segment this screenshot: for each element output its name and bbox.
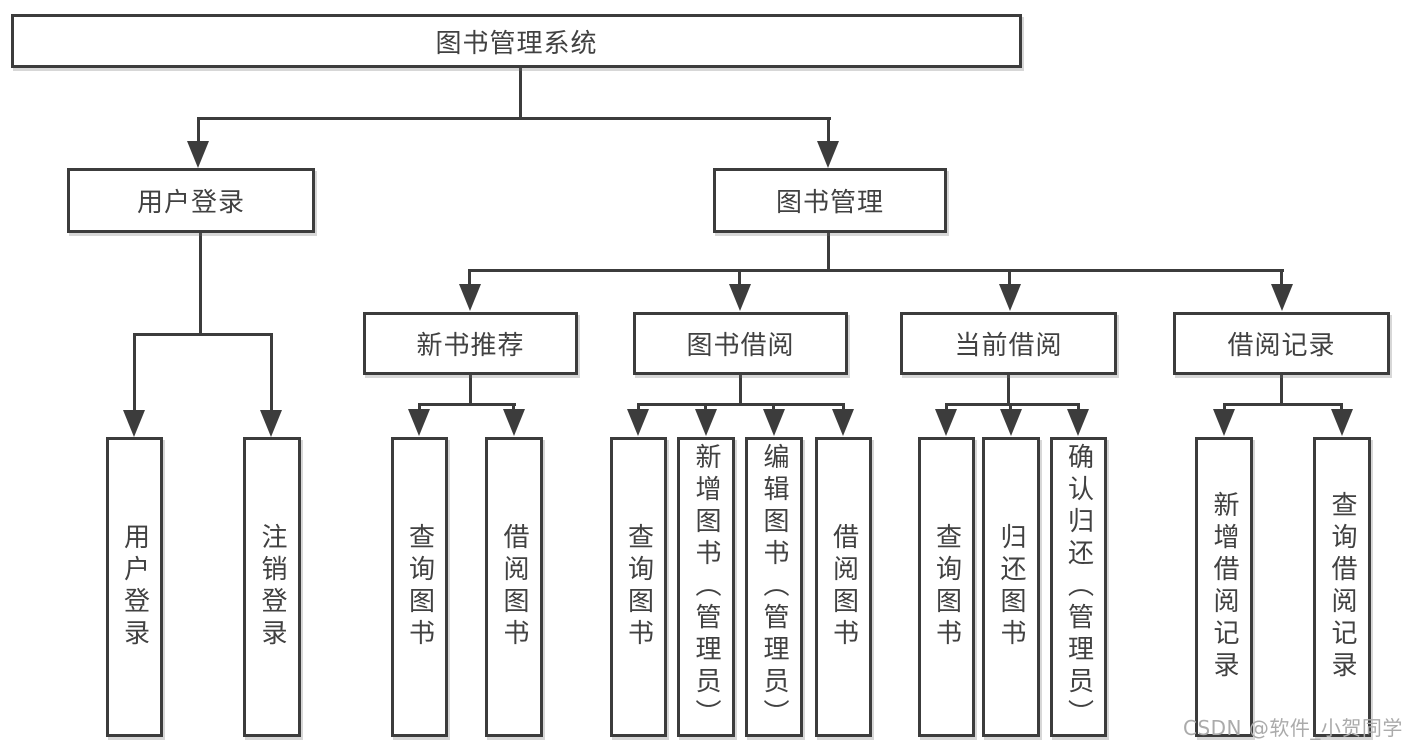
node-book-management: 图书管理 (713, 168, 947, 233)
connector-line (704, 403, 707, 412)
arrowhead-down-icon (408, 409, 430, 436)
connector-line (468, 269, 471, 287)
connector-line (1007, 373, 1010, 406)
leaf-user-login: 用户登录 (106, 437, 163, 737)
node-library-system: 图书管理系统 (11, 14, 1022, 68)
connector-line (270, 333, 273, 413)
connector-line (418, 403, 421, 412)
node-book-borrowing: 图书借阅 (633, 312, 848, 375)
node-label: 归还图书 (996, 523, 1026, 651)
connector-line (1009, 403, 1012, 412)
node-label: 查询借阅记录 (1327, 491, 1357, 683)
connector-line (512, 403, 515, 412)
connector-line (133, 333, 273, 336)
node-label: 查询图书 (404, 523, 435, 651)
arrowhead-down-icon (459, 284, 481, 311)
leaf-return-books: 归还图书 (982, 437, 1040, 737)
leaf-add-books-admin: 新增图书（管理员） (677, 437, 735, 737)
arrowhead-down-icon (1271, 284, 1293, 311)
node-label: 用户登录 (136, 188, 245, 218)
node-label: 查询图书 (931, 523, 962, 651)
connector-line (739, 373, 742, 406)
node-label: 图书管理 (775, 188, 884, 218)
leaf-confirm-return-admin: 确认归还（管理员） (1050, 437, 1107, 737)
node-label: 注销登录 (257, 523, 287, 651)
node-new-book-recommend: 新书推荐 (363, 312, 578, 375)
node-user-login: 用户登录 (67, 168, 315, 233)
connector-line (1223, 403, 1226, 412)
leaf-add-borrow-record: 新增借阅记录 (1195, 437, 1253, 737)
node-label: 新增图书（管理员） (691, 443, 721, 731)
connector-line (738, 269, 741, 287)
arrowhead-down-icon (1000, 409, 1022, 436)
connector-line (1280, 373, 1283, 406)
connector-line (519, 68, 522, 119)
leaf-borrow-books-recommend: 借阅图书 (485, 437, 543, 737)
connector-line (197, 117, 831, 120)
connector-line (842, 403, 845, 412)
connector-line (772, 403, 775, 412)
node-label: 借阅图书 (828, 523, 859, 651)
leaf-edit-books-admin: 编辑图书（管理员） (745, 437, 803, 737)
node-borrowing-records: 借阅记录 (1173, 312, 1390, 375)
node-label: 查询图书 (623, 523, 654, 651)
arrowhead-down-icon (729, 284, 751, 311)
arrowhead-down-icon (503, 409, 525, 436)
connector-line (637, 403, 843, 406)
node-label: 图书管理系统 (435, 28, 598, 59)
connector-line (945, 403, 1079, 406)
arrowhead-down-icon (260, 410, 282, 437)
connector-line (197, 117, 200, 144)
node-label: 新增借阅记录 (1209, 491, 1239, 683)
node-label: 当前借阅 (954, 331, 1063, 361)
node-current-borrowing: 当前借阅 (900, 312, 1117, 375)
node-label: 新书推荐 (416, 331, 525, 361)
leaf-query-books-borrowing: 查询图书 (610, 437, 667, 737)
connector-line (1008, 269, 1011, 287)
connector-line (199, 231, 202, 336)
connector-line (469, 373, 472, 406)
node-label: 确认归还（管理员） (1063, 443, 1094, 731)
arrowhead-down-icon (187, 141, 209, 168)
arrowhead-down-icon (1067, 409, 1089, 436)
arrowhead-down-icon (832, 409, 854, 436)
arrowhead-down-icon (999, 284, 1021, 311)
arrowhead-down-icon (817, 141, 839, 168)
leaf-logout: 注销登录 (243, 437, 301, 737)
connector-line (1223, 403, 1342, 406)
connector-line (133, 333, 136, 413)
leaf-query-books-recommend: 查询图书 (391, 437, 448, 737)
arrowhead-down-icon (763, 409, 785, 436)
arrowhead-down-icon (123, 410, 145, 437)
connector-line (468, 269, 1284, 272)
connector-line (827, 117, 830, 144)
connector-line (1340, 403, 1343, 412)
arrowhead-down-icon (935, 409, 957, 436)
arrowhead-down-icon (695, 409, 717, 436)
connector-line (945, 403, 948, 412)
node-label: 借阅图书 (499, 523, 529, 651)
connector-line (827, 231, 830, 272)
connector-line (637, 403, 640, 412)
arrowhead-down-icon (1331, 409, 1353, 436)
leaf-query-borrow-record: 查询借阅记录 (1313, 437, 1371, 737)
leaf-query-books-current: 查询图书 (918, 437, 975, 737)
connector-line (418, 403, 516, 406)
watermark: CSDN @软件_小贺同学 (1183, 716, 1403, 740)
connector-line (1280, 269, 1283, 287)
node-label: 借阅记录 (1227, 331, 1336, 361)
arrowhead-down-icon (627, 409, 649, 436)
node-label: 编辑图书（管理员） (759, 443, 789, 731)
arrowhead-down-icon (1213, 409, 1235, 436)
leaf-borrow-books: 借阅图书 (815, 437, 872, 737)
node-label: 图书借阅 (686, 331, 795, 361)
node-label: 用户登录 (119, 523, 150, 651)
connector-line (1077, 403, 1080, 412)
